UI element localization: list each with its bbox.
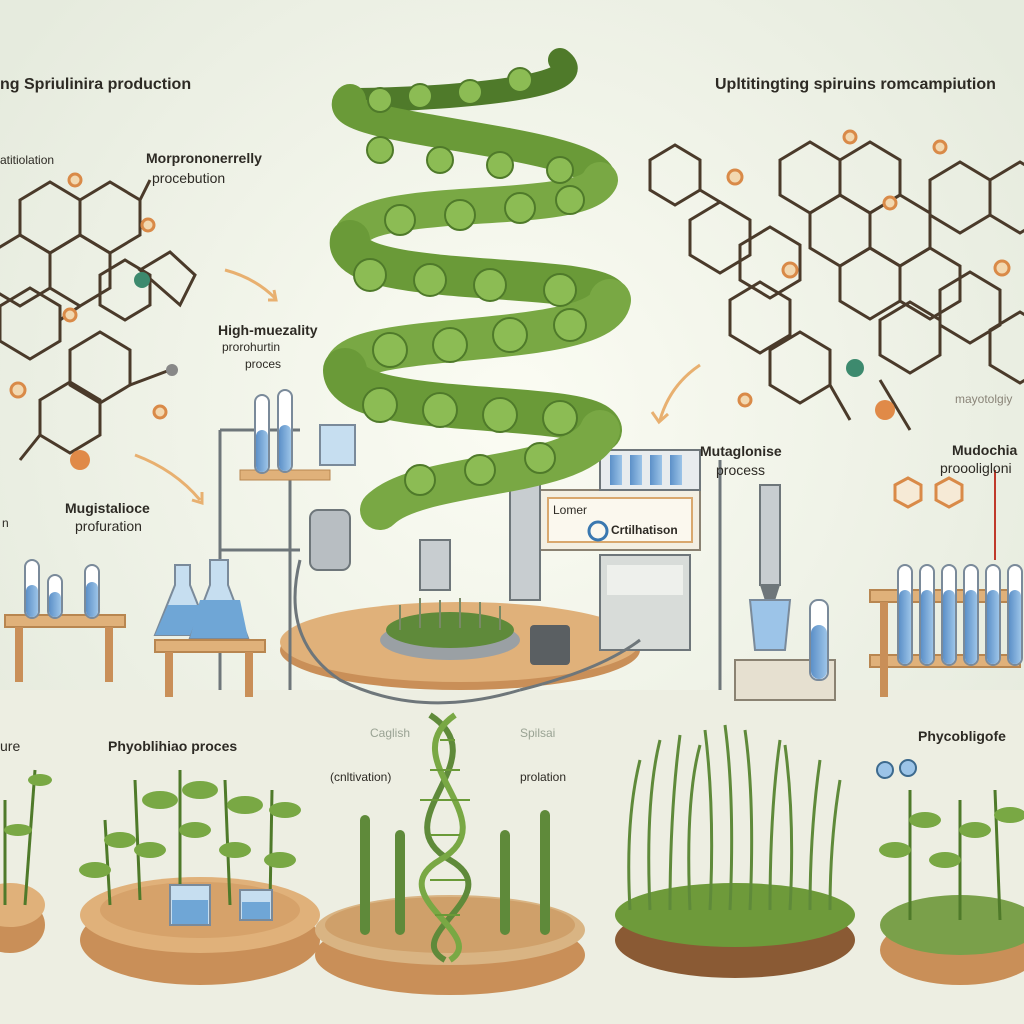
central-lab-apparatus — [280, 449, 701, 705]
faint-center-right-label: Spilsai — [520, 726, 556, 740]
molecule-nodes-right — [726, 129, 1011, 420]
mutagenise-label: Mutaglonise — [700, 443, 782, 459]
micro-process-sublabel: procebution — [152, 170, 226, 186]
faint-center-left-label: Caglish — [370, 726, 411, 740]
molecular-label: Mudochia — [952, 442, 1018, 458]
top-right-title: Upltitingting spiruins romcampiution — [715, 76, 996, 93]
phyto-right-label: Phycobligofe — [918, 728, 1006, 744]
spirulina-beads — [353, 67, 587, 496]
protation-label: prolation — [520, 770, 567, 784]
flask-table — [153, 559, 266, 697]
high-quality-label: High-muezality — [218, 322, 318, 338]
left-small-label: atitiolation — [0, 153, 55, 167]
upper-test-tubes — [254, 389, 356, 474]
right-lab-station — [718, 460, 836, 701]
right-test-tube-rack — [869, 470, 1023, 697]
mugistalioce-label: Mugistalioce — [65, 500, 150, 516]
pot-seedlings-with-beakers — [79, 770, 320, 985]
mugistalioce-sublabel: profuration — [75, 518, 142, 534]
left-lab-table — [4, 559, 126, 682]
pot-flowering-plants — [876, 759, 1024, 985]
phyto-process-label: Phyoblihiao proces — [108, 738, 238, 754]
arrow-icons — [134, 268, 701, 506]
right-faint-label: mayotolgiy — [955, 392, 1013, 406]
machine-sign-label: Crtilhatison — [611, 523, 678, 537]
mutagenise-sublabel: process — [716, 462, 766, 478]
pot-dna-helix — [315, 712, 585, 995]
left-edge-bottom-label: ure — [0, 738, 21, 754]
pot-seedlings-left — [0, 769, 52, 953]
high-quality-label-3: proces — [245, 357, 282, 371]
cultivation-label: (cnltivation) — [330, 770, 392, 784]
high-quality-label-2: prorohurtin — [222, 340, 281, 354]
machine-sign-small: Lomer — [553, 503, 588, 517]
molecule-nodes-left — [9, 172, 178, 470]
left-edge-label: n — [2, 516, 9, 530]
molecule-structure-right — [648, 140, 1024, 431]
micro-process-label: Morprononerrelly — [146, 150, 262, 166]
top-left-title: ng Spriulinira production — [0, 76, 192, 93]
molecule-structure-left — [0, 179, 197, 461]
pot-grass — [615, 724, 855, 978]
molecular-sublabel: proooligloni — [940, 460, 1012, 476]
